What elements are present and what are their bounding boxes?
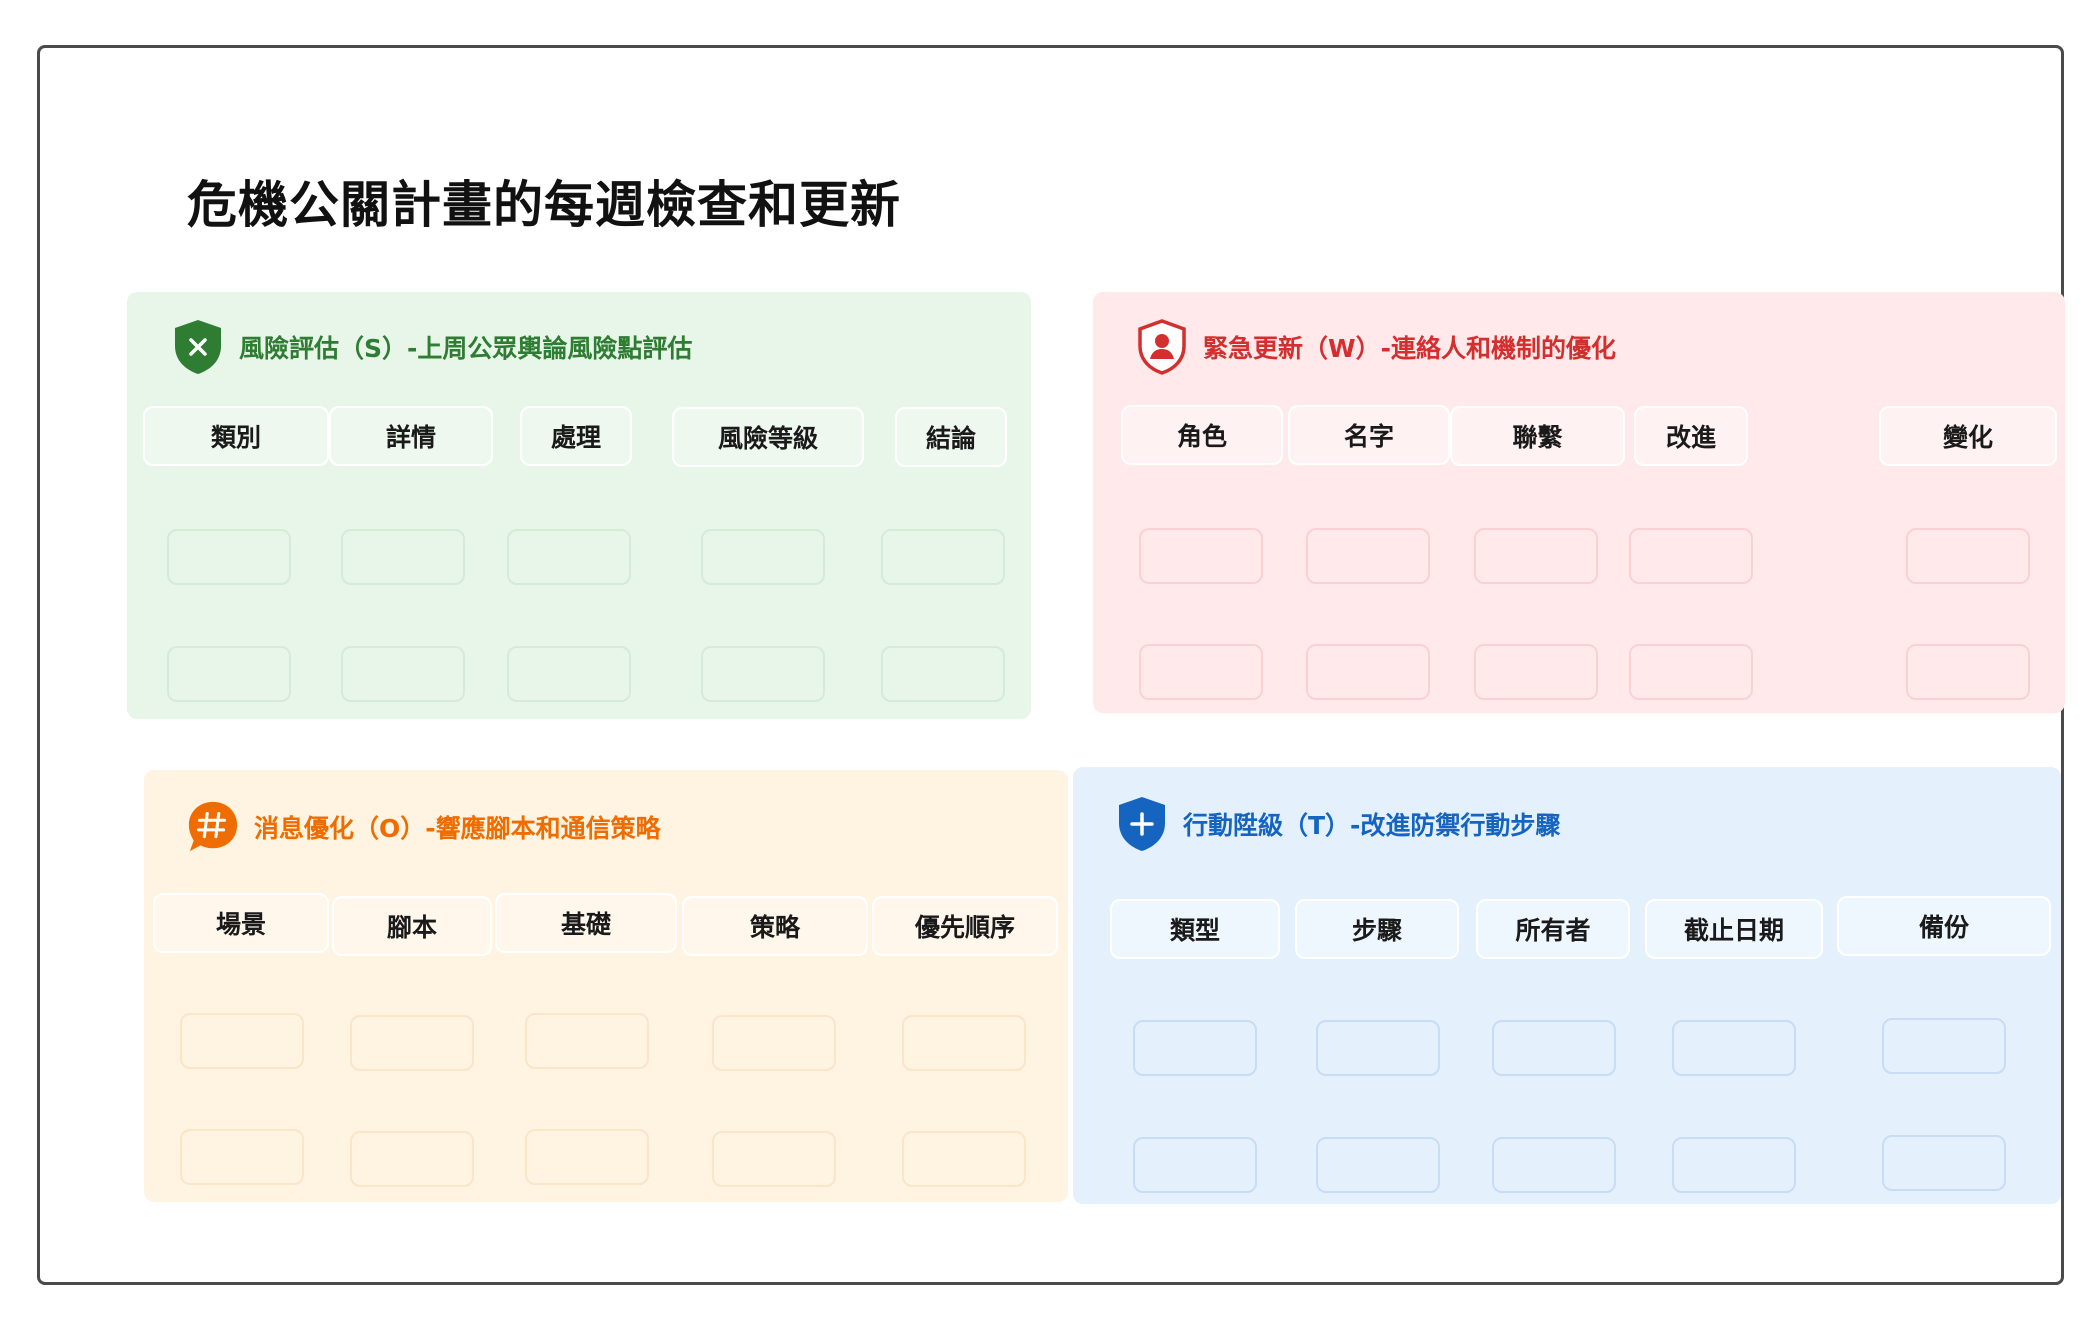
placeholder-cell: [1139, 528, 1263, 584]
column-header-backup: 備份: [1837, 896, 2051, 956]
panel-action-escalation: 行動陞級（T）-改進防禦行動步驟 類型 步驟 所有者 截止日期 備份: [1073, 767, 2061, 1204]
placeholder-cell: [1906, 644, 2030, 700]
placeholder-cell: [1882, 1018, 2006, 1074]
placeholder-cell: [1306, 644, 1430, 700]
column-header-script: 腳本: [332, 896, 492, 956]
panel-heading: 風險評估（S）-上周公眾輿論風險點評估: [239, 334, 693, 363]
column-header-priority: 優先順序: [872, 896, 1058, 956]
placeholder-cell: [180, 1013, 304, 1069]
placeholder-cell: [350, 1015, 474, 1071]
panel-header: 消息優化（O）-響應腳本和通信策略: [186, 798, 661, 856]
hash-bubble-icon: [186, 798, 240, 856]
placeholder-cell: [881, 646, 1005, 702]
placeholder-cell: [1492, 1137, 1616, 1193]
placeholder-cell: [167, 646, 291, 702]
panel-heading: 行動陞級（T）-改進防禦行動步驟: [1183, 811, 1561, 840]
column-header-risk-level: 風險等級: [672, 407, 864, 467]
page-title: 危機公關計畫的每週檢查和更新: [187, 176, 901, 234]
panel-header: 風險評估（S）-上周公眾輿論風險點評估: [171, 318, 692, 376]
shield-x-icon: [171, 318, 225, 376]
column-header-owner: 所有者: [1476, 899, 1630, 959]
panel-header: 行動陞級（T）-改進防禦行動步驟: [1115, 795, 1560, 853]
shield-plus-icon: [1115, 795, 1169, 853]
placeholder-cell: [1882, 1135, 2006, 1191]
placeholder-cell: [1629, 644, 1753, 700]
column-header-type: 類型: [1110, 899, 1280, 959]
column-header-handling: 處理: [520, 406, 632, 466]
placeholder-cell: [1672, 1020, 1796, 1076]
column-header-details: 詳情: [329, 406, 493, 466]
placeholder-cell: [701, 529, 825, 585]
placeholder-cell: [902, 1015, 1026, 1071]
placeholder-cell: [341, 529, 465, 585]
placeholder-cell: [507, 529, 631, 585]
placeholder-cell: [881, 529, 1005, 585]
column-header-category: 類別: [143, 406, 329, 466]
placeholder-cell: [902, 1131, 1026, 1187]
placeholder-cell: [1474, 644, 1598, 700]
placeholder-cell: [712, 1131, 836, 1187]
placeholder-cell: [712, 1015, 836, 1071]
placeholder-cell: [701, 646, 825, 702]
column-header-conclusion: 結論: [895, 407, 1007, 467]
column-header-deadline: 截止日期: [1645, 899, 1823, 959]
placeholder-cell: [1492, 1020, 1616, 1076]
panel-emergency-update: 緊急更新（W）-連絡人和機制的優化 角色 名字 聯繫 改進 變化: [1093, 292, 2065, 713]
column-header-steps: 步驟: [1295, 899, 1459, 959]
placeholder-cell: [341, 646, 465, 702]
placeholder-cell: [1672, 1137, 1796, 1193]
panel-message-optimization: 消息優化（O）-響應腳本和通信策略 場景 腳本 基礎 策略 優先順序: [144, 770, 1068, 1202]
panel-risk-assessment: 風險評估（S）-上周公眾輿論風險點評估 類別 詳情 處理 風險等級 結論: [127, 292, 1031, 719]
placeholder-cell: [1316, 1020, 1440, 1076]
column-header-change: 變化: [1879, 406, 2057, 466]
panel-header: 緊急更新（W）-連絡人和機制的優化: [1135, 318, 1616, 376]
column-header-role: 角色: [1121, 405, 1283, 465]
column-header-improvement: 改進: [1634, 406, 1748, 466]
column-header-name: 名字: [1288, 405, 1450, 465]
column-header-strategy: 策略: [682, 896, 868, 956]
column-header-scenario: 場景: [153, 893, 329, 953]
placeholder-cell: [1133, 1137, 1257, 1193]
placeholder-cell: [167, 529, 291, 585]
panel-heading: 消息優化（O）-響應腳本和通信策略: [254, 814, 661, 843]
placeholder-cell: [1474, 528, 1598, 584]
placeholder-cell: [507, 646, 631, 702]
placeholder-cell: [525, 1129, 649, 1185]
shield-person-icon: [1135, 318, 1189, 376]
placeholder-cell: [350, 1131, 474, 1187]
placeholder-cell: [525, 1013, 649, 1069]
column-header-contact: 聯繫: [1450, 406, 1625, 466]
placeholder-cell: [1629, 528, 1753, 584]
placeholder-cell: [1306, 528, 1430, 584]
placeholder-cell: [1316, 1137, 1440, 1193]
column-header-basis: 基礎: [495, 893, 677, 953]
placeholder-cell: [1906, 528, 2030, 584]
placeholder-cell: [180, 1129, 304, 1185]
placeholder-cell: [1139, 644, 1263, 700]
panel-heading: 緊急更新（W）-連絡人和機制的優化: [1203, 334, 1616, 363]
placeholder-cell: [1133, 1020, 1257, 1076]
